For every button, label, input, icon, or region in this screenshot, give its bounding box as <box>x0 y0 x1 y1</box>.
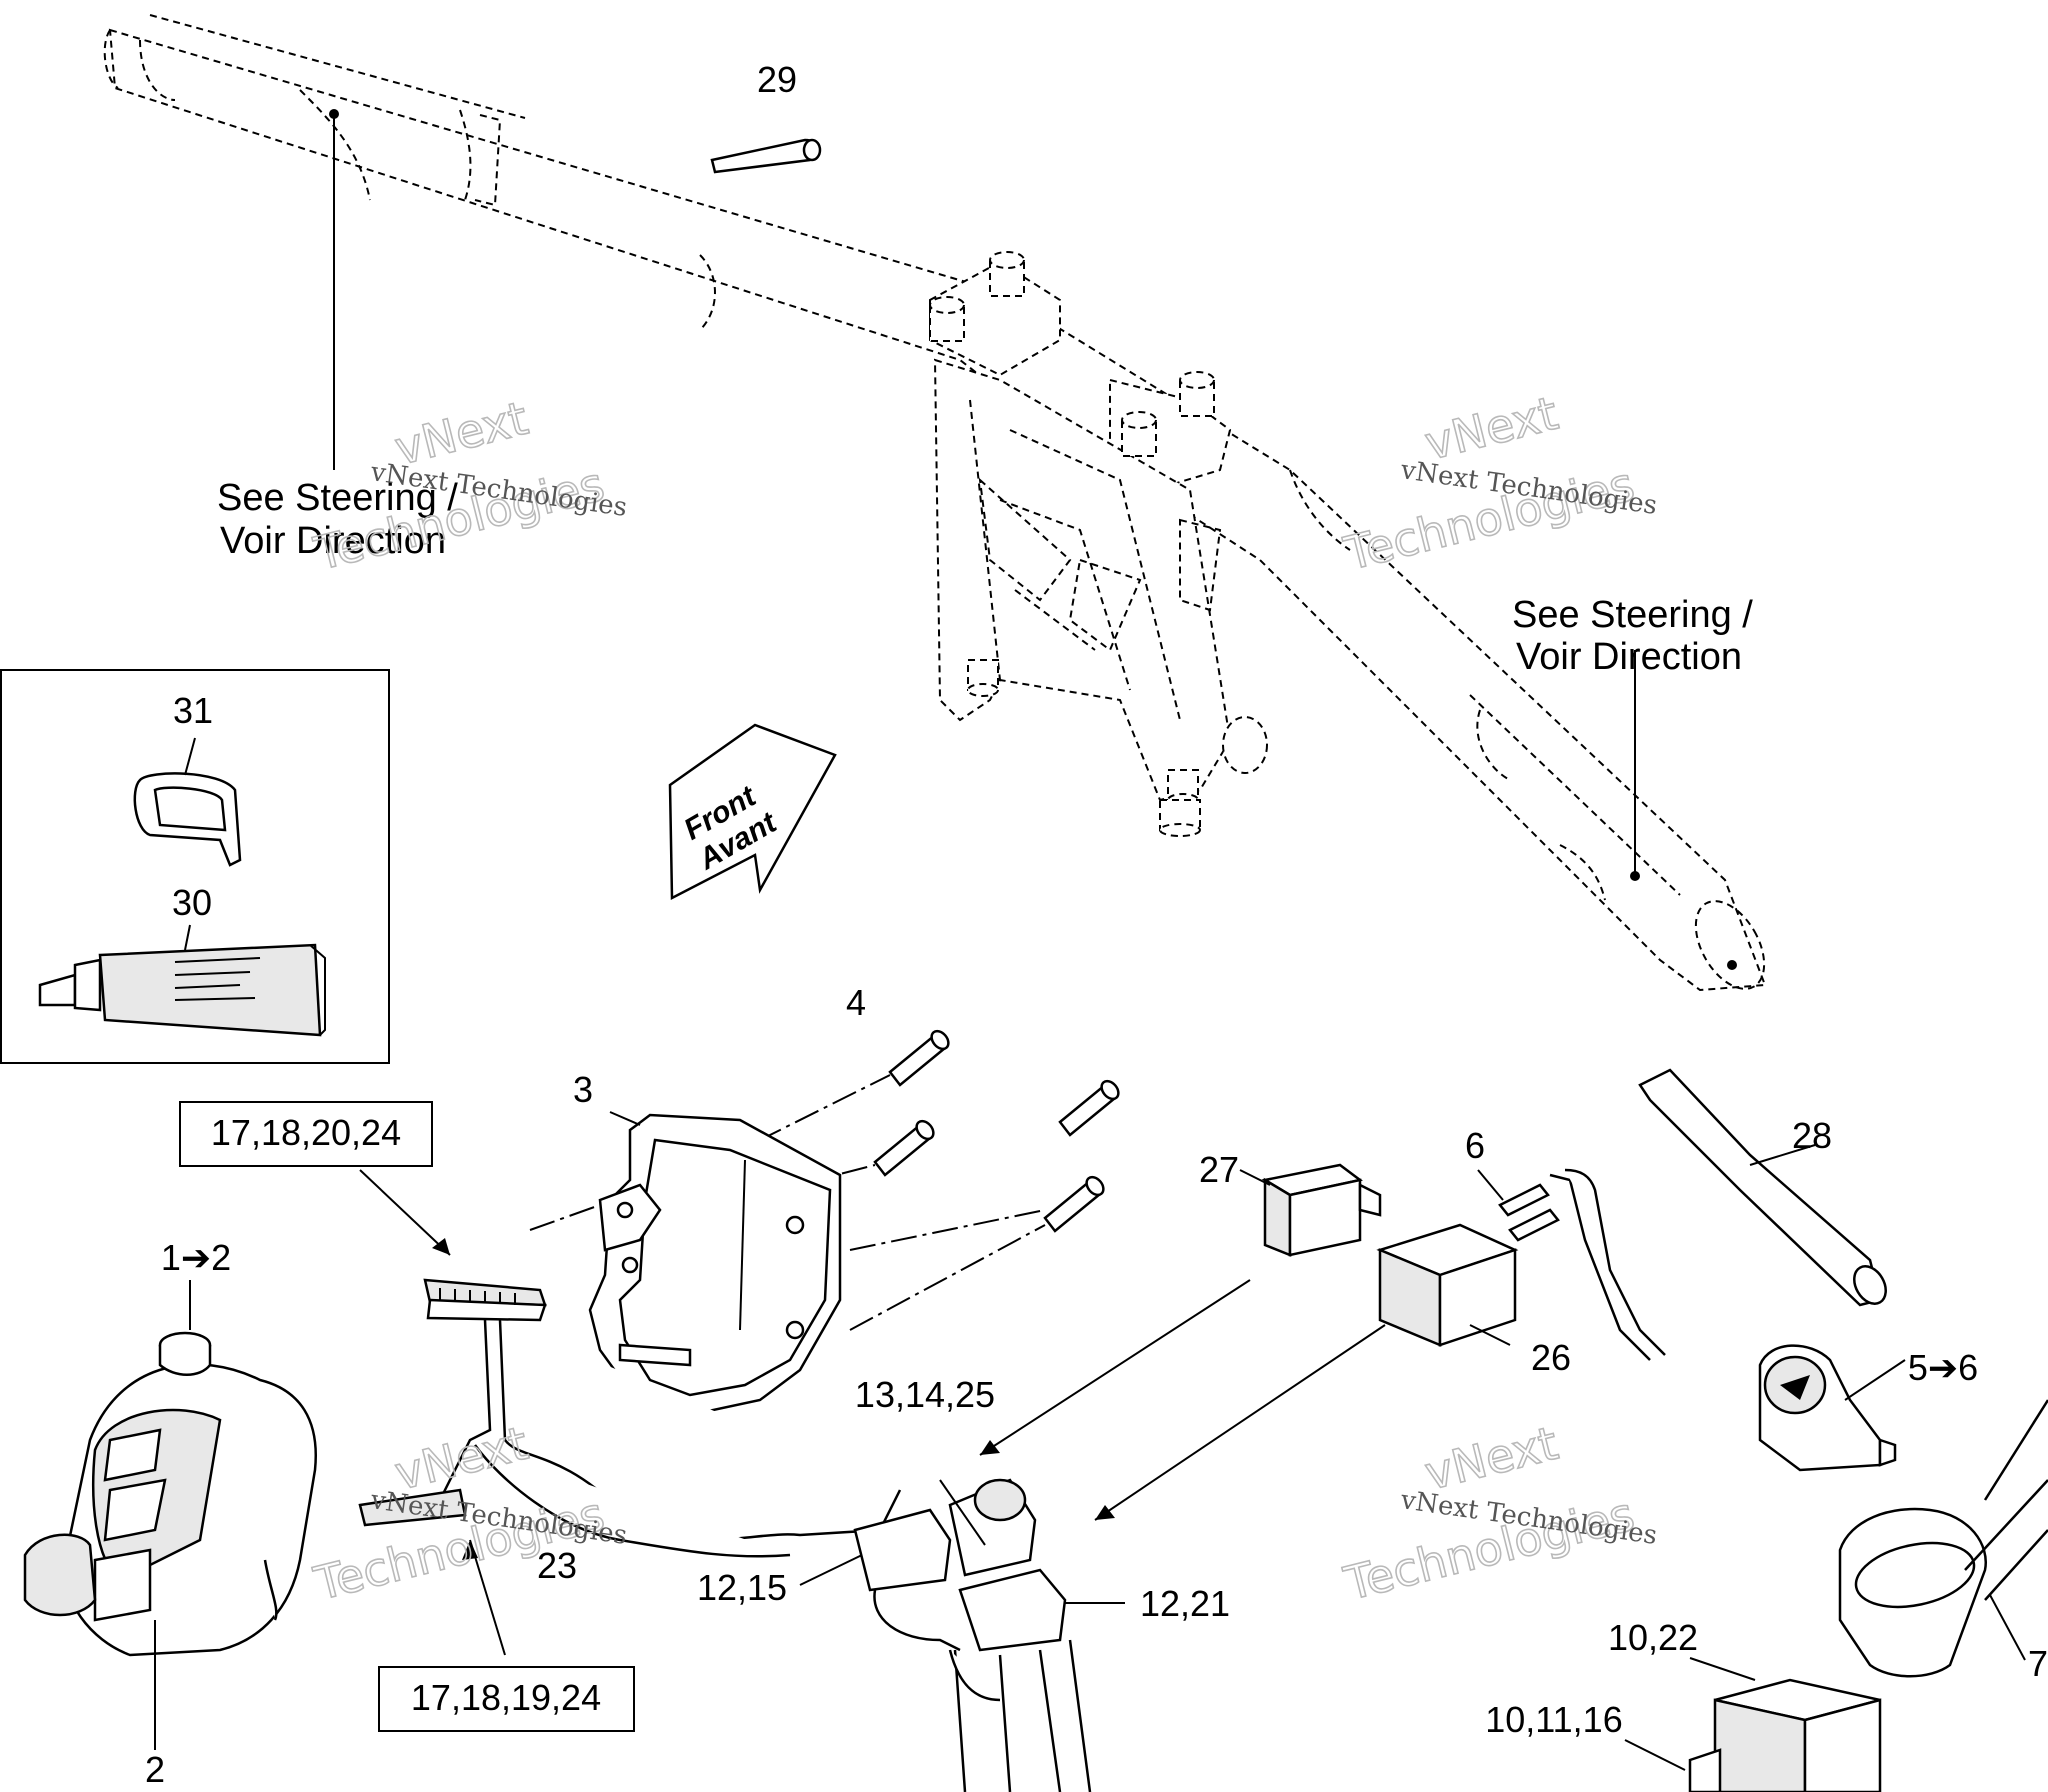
callout-13-14-25: 13,14,25 <box>855 1374 995 1415</box>
callout-29: 29 <box>757 59 797 100</box>
callout-2: 2 <box>145 1749 165 1790</box>
left-note-line2: Voir Direction <box>220 520 446 562</box>
lower-parts <box>23 1029 2048 1792</box>
callout-12-21: 12,21 <box>1140 1583 1230 1624</box>
callout-17-18-19-24: 17,18,19,24 <box>411 1677 601 1718</box>
right-note-line1: See Steering / <box>1512 594 1753 636</box>
callout-1-2: 1➔2 <box>161 1237 231 1278</box>
callout-30: 30 <box>172 882 212 923</box>
left-steering-note: See Steering / Voir Direction <box>217 477 458 562</box>
callout-7: 7 <box>2028 1643 2048 1684</box>
inset-box <box>0 669 390 1064</box>
callout-17-18-20-24: 17,18,20,24 <box>211 1112 401 1153</box>
callout-6: 6 <box>1465 1125 1485 1166</box>
callout-4: 4 <box>846 982 866 1023</box>
left-note-line1: See Steering / <box>217 477 458 519</box>
right-note-line2: Voir Direction <box>1516 636 1742 678</box>
right-note-leader <box>1630 650 1640 881</box>
boxed-callout-17-18-19-24: 17,18,19,24 <box>378 1666 635 1732</box>
callout-labels: 29 31 30 4 3 27 6 28 1➔2 13,14,25 26 5➔6… <box>145 59 2048 1790</box>
callout-5-6: 5➔6 <box>1908 1347 1978 1388</box>
watermark-bottom-right: vNext Technologies vNext Technologies <box>1338 1415 1659 1612</box>
watermark-top-right: vNext Technologies vNext Technologies <box>1338 385 1659 582</box>
svg-text:vNext: vNext <box>1420 1416 1563 1501</box>
front-arrow <box>668 723 837 901</box>
callout-31: 31 <box>173 690 213 731</box>
handlebar-drawing <box>103 14 1767 992</box>
callout-27: 27 <box>1199 1149 1239 1190</box>
callout-26: 26 <box>1531 1337 1571 1378</box>
callout-12-15: 12,15 <box>697 1567 787 1608</box>
boxed-callout-17-18-20-24: 17,18,20,24 <box>179 1101 433 1167</box>
callout-28: 28 <box>1792 1115 1832 1156</box>
callout-10-11-16: 10,11,16 <box>1485 1699 1622 1740</box>
callout-3: 3 <box>573 1069 593 1110</box>
callout-10-22: 10,22 <box>1608 1617 1698 1658</box>
left-note-leader <box>329 109 339 470</box>
right-steering-note: See Steering / Voir Direction <box>1512 594 1753 678</box>
callout-23: 23 <box>537 1545 577 1586</box>
svg-text:vNext: vNext <box>1420 386 1563 471</box>
